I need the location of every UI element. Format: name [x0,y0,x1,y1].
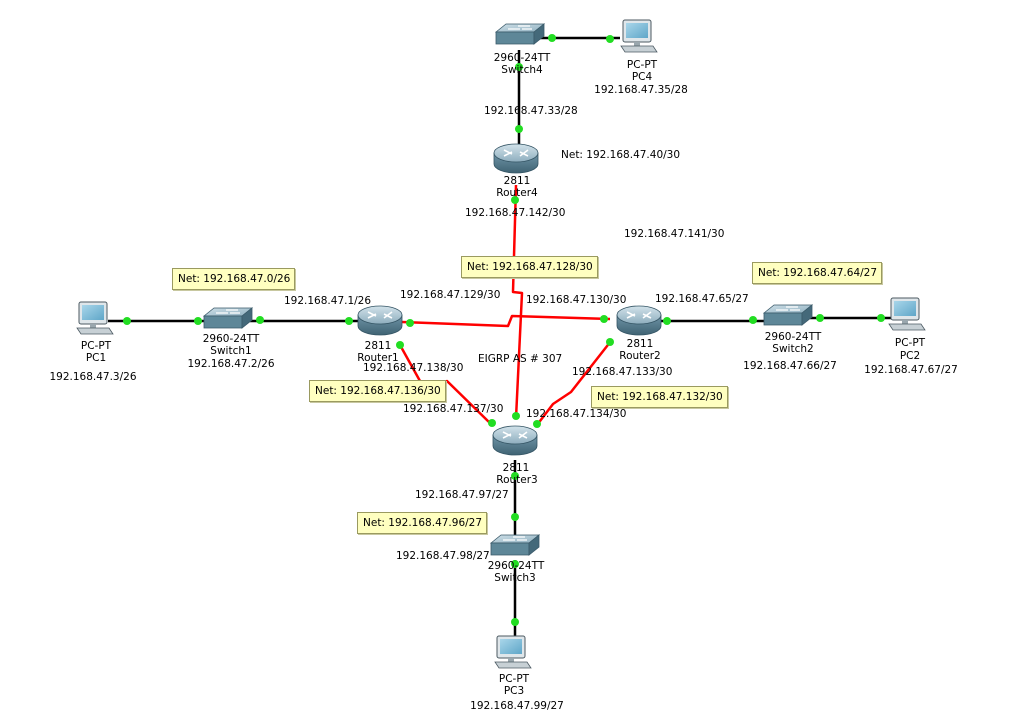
port-dot [123,317,131,325]
router2-model-label: 2811 [626,338,654,350]
link-router4-router3[interactable] [511,184,524,419]
router4-model-label: 2811 [503,175,531,187]
switch4-name-label: Switch4 [501,64,543,76]
port-dot [533,420,541,428]
pc3-icon[interactable] [494,635,532,669]
pc2-icon[interactable] [888,297,926,331]
switch3-model-label: 2960-24TT [487,560,545,572]
eigrp-label: EIGRP AS # 307 [478,353,563,365]
switch1-model-label: 2960-24TT [202,333,260,345]
pc3-model-label: PC-PT [498,673,530,685]
switch1-name-label: Switch1 [210,345,252,357]
link-router1-router2[interactable] [401,314,611,328]
port-dot [600,315,608,323]
port-status-dots [123,34,885,626]
port-dot [488,419,496,427]
pc1-model-label: PC-PT [80,340,112,352]
r2-lan-ip-label: 192.168.47.65/27 [655,293,749,305]
r4-r2-ip-label: 192.168.47.142/30 [465,207,566,219]
port-dot [511,196,519,204]
pc4-icon[interactable] [620,19,658,53]
serial-links [398,184,612,426]
router3-name-label: Router3 [496,474,538,486]
port-dot [663,317,671,325]
pc3-ip-label: 192.168.47.99/27 [470,700,564,712]
pc4-model-label: PC-PT [626,59,658,71]
port-dot [396,341,404,349]
pc1-name-label: PC1 [85,352,107,364]
note-net-136[interactable]: Net: 192.168.47.136/30 [309,380,446,402]
router1-model-label: 2811 [364,340,392,352]
router2-icon[interactable] [616,305,662,336]
port-dot [345,317,353,325]
switch1-ip-label: 192.168.47.2/26 [187,358,275,370]
switch3-icon[interactable] [489,534,541,556]
r2-r1-ip-label: 192.168.47.130/30 [526,294,627,306]
router3-model-label: 2811 [502,462,530,474]
port-dot [194,317,202,325]
switch2-name-label: Switch2 [772,343,814,355]
link-router2-router3[interactable] [536,340,612,426]
pc2-model-label: PC-PT [894,337,926,349]
pc4-name-label: PC4 [631,71,653,83]
note-net-96[interactable]: Net: 192.168.47.96/27 [357,512,488,534]
switch3-ip-label: 192.168.47.98/27 [396,550,490,562]
port-dot [511,472,519,480]
port-dot [512,412,520,420]
pc1-ip-label: 192.168.47.3/26 [49,371,137,383]
r2-r3-ip-label: 192.168.47.133/30 [572,366,673,378]
note-net-128[interactable]: Net: 192.168.47.128/30 [461,256,598,278]
switch2-icon[interactable] [762,304,814,326]
port-dot [515,125,523,133]
switch4-ip-label: 192.168.47.33/28 [484,105,578,117]
port-dot [406,319,414,327]
port-dot [511,560,519,568]
port-dot [606,338,614,346]
note-net-64[interactable]: Net: 192.168.47.64/27 [752,262,883,284]
router4-name-label: Router4 [496,187,538,199]
switch2-ip-label: 192.168.47.66/27 [743,360,837,372]
note-net-132[interactable]: Net: 192.168.47.132/30 [591,386,728,408]
port-dot [511,513,519,521]
port-dot [548,34,556,42]
port-dot [511,618,519,626]
router1-icon[interactable] [357,305,403,336]
r1-lan-ip-label: 192.168.47.1/26 [284,295,372,307]
port-dot [749,316,757,324]
switch4-model-label: 2960-24TT [493,52,551,64]
router4-icon[interactable] [493,143,539,174]
r1-r2-ip-label: 192.168.47.129/30 [400,289,501,301]
note-net-0[interactable]: Net: 192.168.47.0/26 [172,268,296,290]
r3-r2-ip-label: 192.168.47.134/30 [526,408,627,420]
router1-name-label: Router1 [357,352,399,364]
pc2-ip-label: 192.168.47.67/27 [864,364,958,376]
port-dot [816,314,824,322]
port-dot [515,63,523,71]
r2-r4-ip-label: 192.168.47.141/30 [624,228,725,240]
pc4-ip-label: 192.168.47.35/28 [594,84,688,96]
pc3-name-label: PC3 [503,685,525,697]
switch3-name-label: Switch3 [494,572,536,584]
note-net-40: Net: 192.168.47.40/30 [561,149,681,161]
switch2-model-label: 2960-24TT [764,331,822,343]
switch1-icon[interactable] [202,307,254,329]
r3-r1-ip-label: 192.168.47.137/30 [403,403,504,415]
pc1-icon[interactable] [76,301,114,335]
router2-name-label: Router2 [619,350,661,362]
router3-icon[interactable] [492,425,538,456]
port-dot [256,316,264,324]
switch4-icon[interactable] [494,23,546,45]
port-dot [877,314,885,322]
port-dot [606,35,614,43]
pc2-name-label: PC2 [899,350,921,362]
r3-lan-ip-label: 192.168.47.97/27 [415,489,509,501]
r1-r3-ip-label: 192.168.47.138/30 [363,362,464,374]
